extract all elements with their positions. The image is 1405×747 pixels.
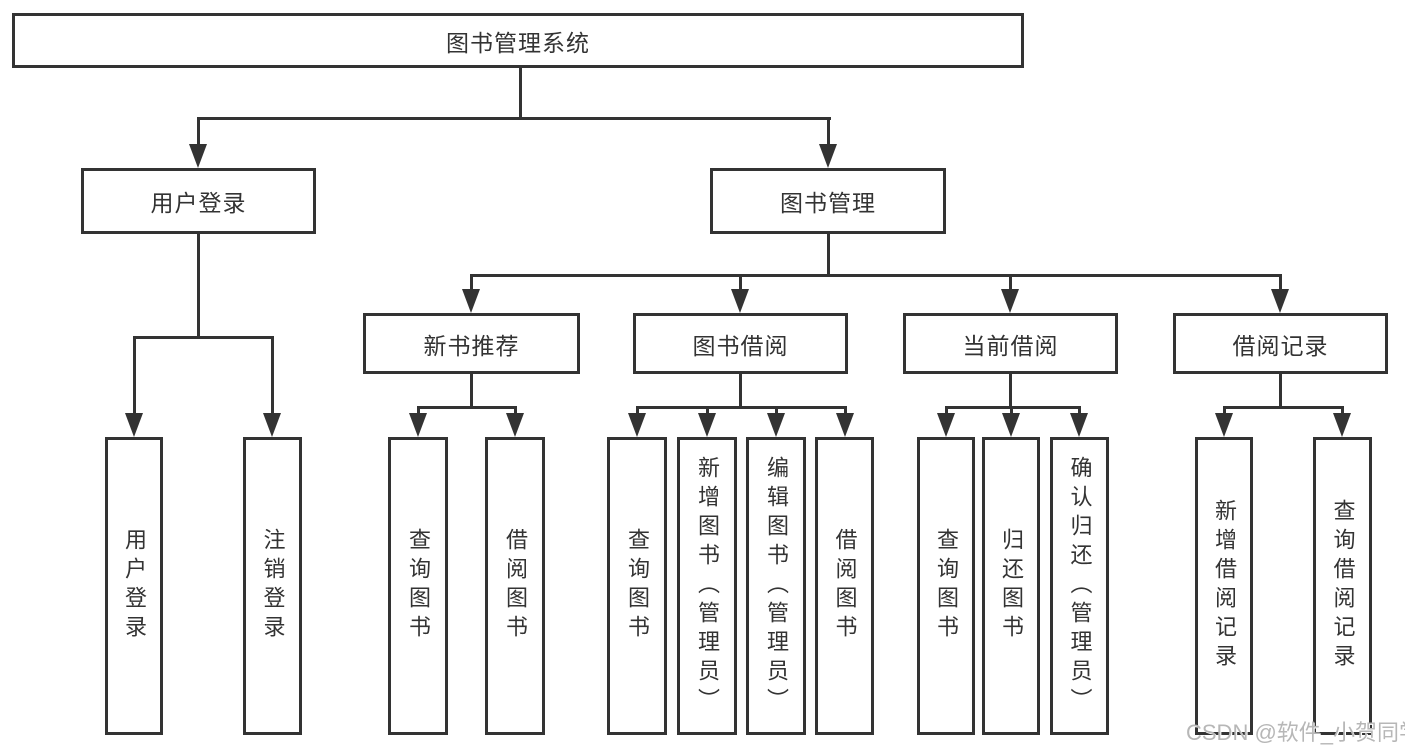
connector-line <box>514 406 517 415</box>
node-box-rec-borrow-books: 借阅图书 <box>485 437 545 735</box>
node-box-bor-edit-books-admin: 编辑图书（管理员） <box>746 437 806 735</box>
node-box-borrowing-records: 借阅记录 <box>1173 313 1388 374</box>
node-box-book-management: 图书管理 <box>710 168 946 234</box>
node-box-user-login-leaf: 用户登录 <box>105 437 163 735</box>
connector-line <box>827 234 830 274</box>
arrow-down-icon <box>836 413 854 437</box>
node-box-records-query-record: 查询借阅记录 <box>1313 437 1372 735</box>
connector-line <box>197 117 831 120</box>
connector-line <box>775 406 778 415</box>
connector-line <box>827 117 830 146</box>
connector-line <box>706 406 709 415</box>
arrow-down-icon <box>731 289 749 313</box>
node-box-cur-query-books: 查询图书 <box>917 437 975 735</box>
node-label: 确认归还（管理员） <box>1067 455 1093 717</box>
connector-line <box>1341 406 1344 415</box>
node-label: 借阅图书 <box>503 528 528 644</box>
node-label: 用户登录 <box>150 190 247 216</box>
connector-line <box>197 234 200 336</box>
connector-line <box>133 336 274 339</box>
connector-line <box>1009 374 1012 406</box>
arrow-down-icon <box>767 413 785 437</box>
node-label: 图书管理 <box>780 190 876 216</box>
node-label: 归还图书 <box>999 528 1024 644</box>
connector-line <box>844 406 847 415</box>
connector-line <box>945 406 1081 409</box>
arrow-down-icon <box>1215 413 1233 437</box>
arrow-down-icon <box>1333 413 1351 437</box>
connector-line <box>271 336 274 415</box>
connector-line <box>1078 406 1081 415</box>
node-label: 查询图书 <box>934 528 959 644</box>
node-label: 用户登录 <box>122 528 147 644</box>
node-label: 借阅图书 <box>832 528 858 644</box>
connector-line <box>519 68 522 117</box>
connector-line <box>197 117 200 146</box>
arrow-down-icon <box>506 413 524 437</box>
arrow-down-icon <box>628 413 646 437</box>
node-box-bor-borrow-books: 借阅图书 <box>815 437 874 735</box>
connector-line <box>945 406 948 415</box>
connector-line <box>417 406 517 409</box>
node-box-new-book-recommend: 新书推荐 <box>363 313 580 374</box>
watermark: CSDN @软件_小贺同学 <box>1186 720 1405 745</box>
node-box-bor-add-books-admin: 新增图书（管理员） <box>677 437 737 735</box>
arrow-down-icon <box>1070 413 1088 437</box>
arrow-down-icon <box>819 144 837 168</box>
node-box-logout: 注销登录 <box>243 437 302 735</box>
node-label: 图书借阅 <box>692 332 789 359</box>
arrow-down-icon <box>698 413 716 437</box>
arrow-down-icon <box>409 413 427 437</box>
connector-line <box>470 274 473 291</box>
connector-line <box>1010 406 1013 415</box>
connector-line <box>1279 374 1282 406</box>
node-box-cur-confirm-return-admin: 确认归还（管理员） <box>1050 437 1109 735</box>
node-label: 查询借阅记录 <box>1330 499 1356 673</box>
arrow-down-icon <box>263 413 281 437</box>
arrow-down-icon <box>462 289 480 313</box>
connector-line <box>1223 406 1226 415</box>
arrow-down-icon <box>937 413 955 437</box>
connector-line <box>739 274 742 291</box>
node-box-records-add-record: 新增借阅记录 <box>1195 437 1253 735</box>
arrow-down-icon <box>1001 289 1019 313</box>
arrow-down-icon <box>189 144 207 168</box>
connector-line <box>1009 274 1012 291</box>
node-box-book-borrowing: 图书借阅 <box>633 313 848 374</box>
arrow-down-icon <box>1271 289 1289 313</box>
node-box-current-borrowing: 当前借阅 <box>903 313 1118 374</box>
node-label: 当前借阅 <box>962 332 1059 359</box>
node-label: 编辑图书（管理员） <box>764 455 789 717</box>
node-label: 注销登录 <box>260 528 286 644</box>
node-box-bor-query-books: 查询图书 <box>607 437 667 735</box>
connector-line <box>1223 406 1344 409</box>
node-label: 借阅记录 <box>1232 332 1329 359</box>
connector-line <box>417 406 420 415</box>
node-label-root: 图书管理系统 <box>446 29 590 56</box>
arrow-down-icon <box>125 413 143 437</box>
node-box-root: 图书管理系统 <box>12 13 1024 68</box>
node-box-cur-return-books: 归还图书 <box>982 437 1040 735</box>
node-label: 新书推荐 <box>423 332 520 359</box>
node-label: 新增借阅记录 <box>1212 499 1237 673</box>
connector-line <box>470 374 473 406</box>
node-label: 新增图书（管理员） <box>695 455 720 717</box>
arrow-down-icon <box>1002 413 1020 437</box>
node-label: 查询图书 <box>625 528 650 644</box>
connector-line <box>636 406 639 415</box>
connector-line <box>470 274 1282 277</box>
connector-line <box>133 336 136 415</box>
connector-line <box>636 406 846 409</box>
node-box-rec-query-books: 查询图书 <box>388 437 448 735</box>
node-box-user-login: 用户登录 <box>81 168 316 234</box>
connector-line <box>739 374 742 406</box>
node-label: 查询图书 <box>406 528 431 644</box>
connector-line <box>1279 274 1282 291</box>
